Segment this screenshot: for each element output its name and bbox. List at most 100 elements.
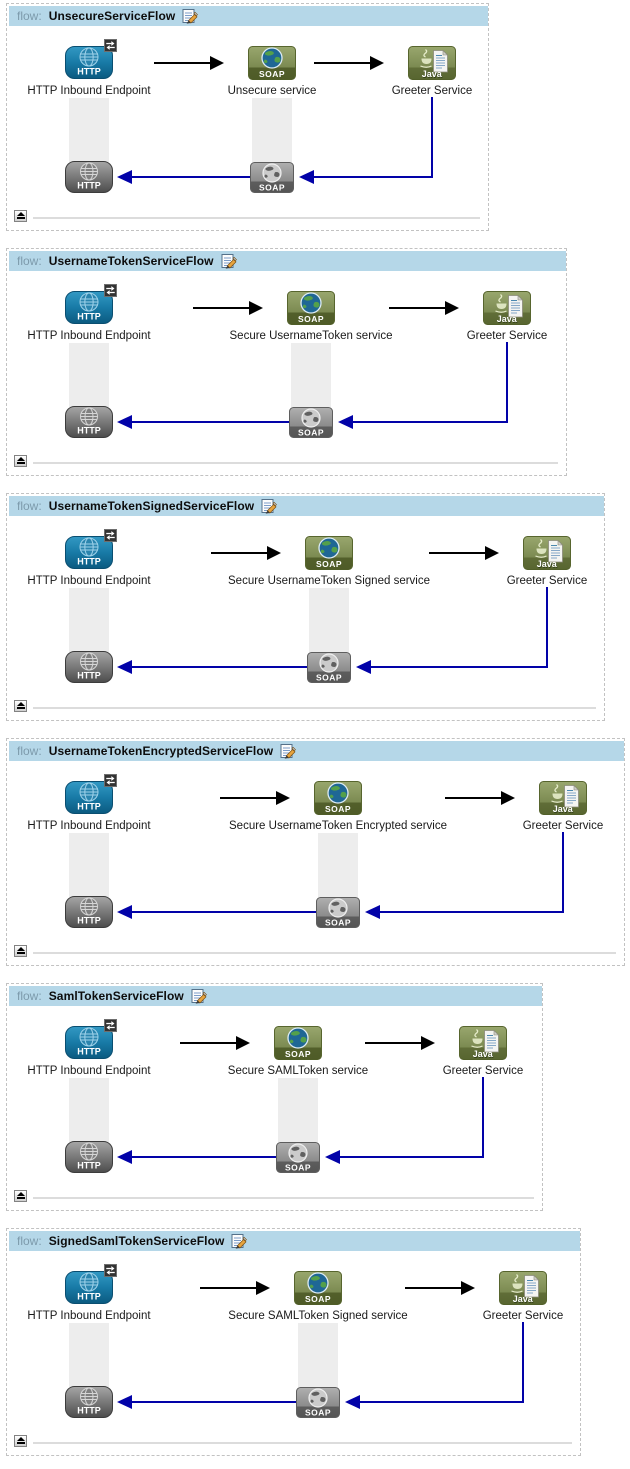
flow-footer-divider <box>33 707 596 709</box>
soap-flow-track <box>252 98 292 162</box>
http-flow-track <box>69 98 109 162</box>
soap-node-label: Secure SAMLToken service <box>227 1065 369 1077</box>
http-reply-node[interactable]: HTTP <box>65 161 113 193</box>
flow-container[interactable]: flow: UsernameTokenSignedServiceFlow <box>6 493 605 721</box>
edit-pencil-icon <box>191 989 207 1004</box>
svg-text:SOAP: SOAP <box>316 672 342 682</box>
http-inbound-endpoint-node[interactable]: HTTP <box>65 39 117 79</box>
forward-arrow-2-head <box>501 791 515 805</box>
http-globe-icon: HTTP <box>65 291 113 324</box>
soap-node-label: Secure UsernameToken Signed service <box>228 575 430 587</box>
forward-arrow-2-head <box>461 1281 475 1295</box>
flow-container[interactable]: flow: UnsecureServiceFlow <box>6 3 489 231</box>
collapse-flow-button[interactable] <box>14 1190 27 1202</box>
http-flow-track <box>69 1323 109 1387</box>
reply-to-http-arrowhead <box>117 1395 132 1409</box>
flow-container[interactable]: flow: SamlTokenServiceFlow <box>6 983 543 1211</box>
reply-path-arrowhead <box>356 660 371 674</box>
http-reply-node[interactable]: HTTP <box>65 896 113 928</box>
flow-header[interactable]: flow: UsernameTokenEncryptedServiceFlow <box>9 741 624 761</box>
flow-container[interactable]: flow: SignedSamlTokenServiceFlow <box>6 1228 581 1456</box>
flow-header[interactable]: flow: SamlTokenServiceFlow <box>9 986 542 1006</box>
http-inbound-endpoint-node[interactable]: HTTP <box>65 774 117 814</box>
http-inbound-endpoint-node[interactable]: HTTP <box>65 284 117 324</box>
soap-reply-node[interactable]: SOAP <box>307 652 351 683</box>
flow-container[interactable]: flow: UsernameTokenServiceFlow <box>6 248 567 476</box>
http-globe-gray-icon: HTTP <box>65 406 113 438</box>
svg-text:Java: Java <box>497 314 518 324</box>
collapse-flow-button[interactable] <box>14 945 27 957</box>
reply-to-http-arrowhead <box>117 415 132 429</box>
soap-globe-gray-icon: SOAP <box>296 1387 340 1418</box>
soap-reply-node[interactable]: SOAP <box>296 1387 340 1418</box>
flow-footer-divider <box>33 1442 572 1444</box>
http-flow-track <box>69 833 109 897</box>
soap-globe-icon: SOAP <box>294 1271 342 1305</box>
greeter-service-node[interactable]: Java Java <box>408 46 456 80</box>
java-node-label: Greeter Service <box>466 330 548 342</box>
greeter-service-node[interactable]: Java Java <box>459 1026 507 1060</box>
svg-text:SOAP: SOAP <box>325 804 351 814</box>
soap-service-node[interactable]: SOAP <box>314 781 362 815</box>
soap-globe-icon: SOAP <box>305 536 353 570</box>
svg-text:SOAP: SOAP <box>298 427 324 437</box>
soap-service-node[interactable]: SOAP <box>274 1026 322 1060</box>
http-reply-node[interactable]: HTTP <box>65 406 113 438</box>
forward-arrow-1-head <box>236 1036 250 1050</box>
reply-path-horizontal <box>371 666 548 668</box>
soap-reply-node[interactable]: SOAP <box>250 162 294 193</box>
edit-flow-icon[interactable] <box>182 8 200 24</box>
flow-header[interactable]: flow: UsernameTokenServiceFlow <box>9 251 566 271</box>
svg-text:HTTP: HTTP <box>77 1292 101 1302</box>
greeter-service-node[interactable]: Java Java <box>499 1271 547 1305</box>
soap-globe-icon: SOAP <box>314 781 362 815</box>
edit-flow-icon[interactable] <box>261 498 279 514</box>
collapse-flow-button[interactable] <box>14 210 27 222</box>
collapse-flow-button[interactable] <box>14 455 27 467</box>
reply-to-http-arrowhead <box>117 905 132 919</box>
soap-service-node[interactable]: SOAP <box>294 1271 342 1305</box>
greeter-service-node[interactable]: Java Java <box>539 781 587 815</box>
flow-prefix-label: flow: <box>17 254 42 268</box>
edit-pencil-icon <box>280 744 297 759</box>
http-reply-node[interactable]: HTTP <box>65 651 113 683</box>
forward-arrow-1-head <box>256 1281 270 1295</box>
java-node-label: Greeter Service <box>442 1065 524 1077</box>
svg-text:SOAP: SOAP <box>298 314 324 324</box>
soap-reply-node[interactable]: SOAP <box>276 1142 320 1173</box>
http-inbound-endpoint-node[interactable]: HTTP <box>65 1019 117 1059</box>
http-reply-node[interactable]: HTTP <box>65 1141 113 1173</box>
flow-header[interactable]: flow: UnsecureServiceFlow <box>9 6 488 26</box>
forward-arrow-1-head <box>276 791 290 805</box>
reply-path-vertical <box>522 1322 524 1403</box>
edit-flow-icon[interactable] <box>231 1233 249 1249</box>
edit-flow-icon[interactable] <box>221 253 239 269</box>
soap-reply-node[interactable]: SOAP <box>289 407 333 438</box>
soap-reply-node[interactable]: SOAP <box>316 897 360 928</box>
svg-text:Java: Java <box>422 70 443 80</box>
http-inbound-endpoint-node[interactable]: HTTP <box>65 529 117 569</box>
greeter-service-node[interactable]: Java Java <box>523 536 571 570</box>
soap-service-node[interactable]: SOAP <box>248 46 296 80</box>
flow-header[interactable]: flow: SignedSamlTokenServiceFlow <box>9 1231 580 1251</box>
soap-service-node[interactable]: SOAP <box>305 536 353 570</box>
svg-text:SOAP: SOAP <box>316 559 342 569</box>
reply-to-http-line <box>132 911 316 913</box>
edit-flow-icon[interactable] <box>280 743 298 759</box>
http-globe-icon: HTTP <box>65 781 113 814</box>
collapse-flow-button[interactable] <box>14 700 27 712</box>
soap-service-node[interactable]: SOAP <box>287 291 335 325</box>
java-document-icon: Java Java <box>459 1026 507 1060</box>
greeter-service-node[interactable]: Java Java <box>483 291 531 325</box>
soap-node-label: Secure SAMLToken Signed service <box>228 1310 408 1322</box>
http-inbound-endpoint-node[interactable]: HTTP <box>65 1264 117 1304</box>
http-reply-node[interactable]: HTTP <box>65 1386 113 1418</box>
reply-path-arrowhead <box>365 905 380 919</box>
edit-flow-icon[interactable] <box>191 988 209 1004</box>
flow-header[interactable]: flow: UsernameTokenSignedServiceFlow <box>9 496 604 516</box>
collapse-flow-button[interactable] <box>14 1435 27 1447</box>
soap-globe-gray-icon: SOAP <box>289 407 333 438</box>
java-node-label: Greeter Service <box>391 85 473 97</box>
flow-container[interactable]: flow: UsernameTokenEncryptedServiceFlow <box>6 738 625 966</box>
forward-arrow-1-line <box>154 62 210 64</box>
